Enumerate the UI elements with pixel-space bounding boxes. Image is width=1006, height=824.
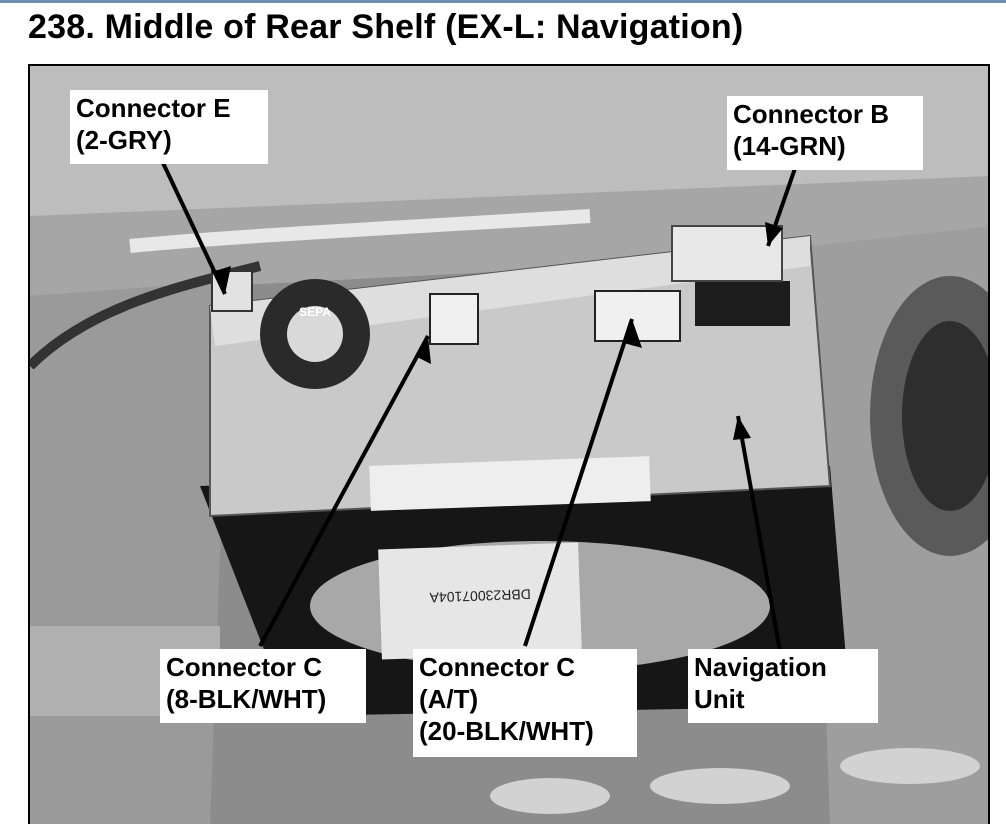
callout-connector-c-8-line2: (8-BLK/WHT) [166,684,327,714]
connector-b-body [671,225,783,282]
arrow-navigation-unit [736,415,782,652]
callout-connector-c-20-line3: (20-BLK/WHT) [419,716,594,746]
callout-connector-e-line1: Connector E [76,93,231,123]
callout-connector-e: Connector E (2-GRY) [70,90,268,164]
arrowhead-navigation-unit [733,416,751,440]
connector-c-8-body [429,293,479,345]
callout-connector-c-20-line1: Connector C [419,652,575,682]
unit-warning-label [369,456,651,511]
arrow-group [153,145,802,652]
callout-connector-b-line1: Connector B [733,99,889,129]
unit-port-block [695,281,790,326]
page-title: 238. Middle of Rear Shelf (EX-L: Navigat… [28,8,744,46]
callout-connector-c-8-line1: Connector C [166,652,322,682]
arrow-connector-c-8 [258,335,430,647]
shelf-hole [650,768,790,804]
photo-illustration: DBR23007104A SEPA [30,66,988,824]
fan-hub-label [287,306,343,362]
callout-connector-e-line2: (2-GRY) [76,125,172,155]
connector-c-20-body [594,290,681,342]
callout-connector-c-8: Connector C (8-BLK/WHT) [160,649,366,723]
callout-navigation-unit-line2: Unit [694,684,745,714]
shelf-hole [490,778,610,814]
speaker-cone [902,321,988,511]
arrowhead-connector-b [765,222,783,246]
arrowheads [212,222,783,440]
callout-navigation-unit-line1: Navigation [694,652,827,682]
sticker-code: DBR23007104A [429,586,531,606]
arrowhead-connector-e [212,266,231,294]
navigation-unit-photo: DBR23007104A SEPA [28,64,990,824]
callout-connector-c-20-line2: (A/T) [419,684,479,714]
callout-navigation-unit: Navigation Unit [688,649,878,723]
arrowhead-connector-c-8 [415,336,431,364]
shelf-edge [30,176,988,296]
callout-connector-c-20: Connector C (A/T) (20-BLK/WHT) [413,649,637,757]
top-rule [0,0,1006,3]
arrow-connector-c-20 [523,318,634,647]
fan-brand: SEPA [299,305,331,319]
wire-bundle [129,209,591,253]
left-panel [30,281,230,824]
callout-connector-b: Connector B (14-GRN) [727,96,923,170]
shelf-hole [840,748,980,784]
arrow-connector-e [153,145,227,295]
callout-connector-b-line2: (14-GRN) [733,131,846,161]
arrowhead-connector-c-20 [624,319,642,348]
